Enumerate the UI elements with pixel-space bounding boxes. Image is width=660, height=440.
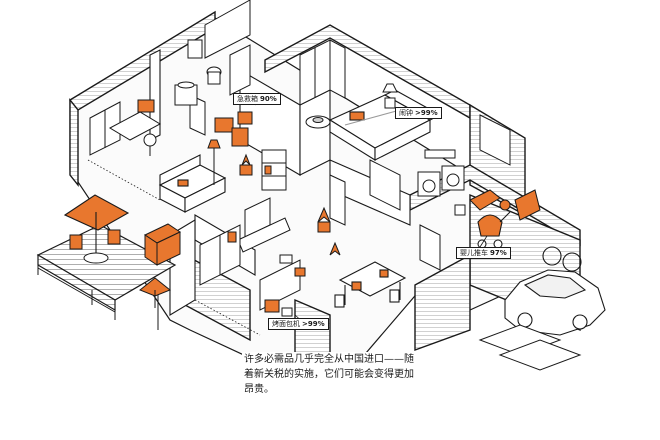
nightstand-lamp: [382, 83, 398, 109]
windows: [89, 0, 511, 211]
floor-lamp: [207, 139, 221, 185]
appliances: [264, 254, 306, 317]
kitchen-cabinets: [199, 224, 301, 311]
bookshelf: [261, 149, 287, 191]
wall-frames: [214, 111, 253, 147]
callout-stroller-share: 97%: [490, 249, 507, 257]
sofa: [158, 154, 227, 213]
callout-alarm-clock-label: 闹钟: [399, 109, 413, 117]
callout-alarm-clock: 闹钟>99%: [395, 107, 442, 119]
tv-console: [237, 197, 291, 253]
callout-first-aid-share: 90%: [260, 95, 277, 103]
kids-room: [454, 189, 541, 221]
dining-table: [334, 261, 407, 308]
callout-stroller-label: 婴儿推车: [460, 249, 488, 257]
laundry: [417, 149, 465, 197]
grill: [143, 223, 182, 266]
callout-toaster-label: 烤面包机: [272, 320, 300, 328]
bathroom: [174, 39, 251, 106]
patio-umbrella: [63, 194, 130, 258]
rug-robot: [305, 115, 331, 129]
callout-first-aid-label: 急救箱: [237, 95, 258, 103]
wardrobe: [299, 39, 346, 106]
office: [108, 99, 162, 156]
patio-chairs: [69, 229, 121, 264]
callout-alarm-clock-share: >99%: [415, 109, 438, 117]
plants: [239, 153, 341, 256]
garage-car: [504, 246, 606, 336]
driveway-steps: [478, 324, 582, 371]
caption-text: 许多必需品几乎完全从中国进口——随着新关税的实施，它们可能会变得更加昂贵。: [242, 352, 422, 397]
small-umbrella: [139, 277, 171, 308]
callout-toaster-share: >99%: [302, 320, 325, 328]
dotted-guides: [87, 159, 261, 340]
callout-toaster: 烤面包机>99%: [268, 318, 329, 330]
